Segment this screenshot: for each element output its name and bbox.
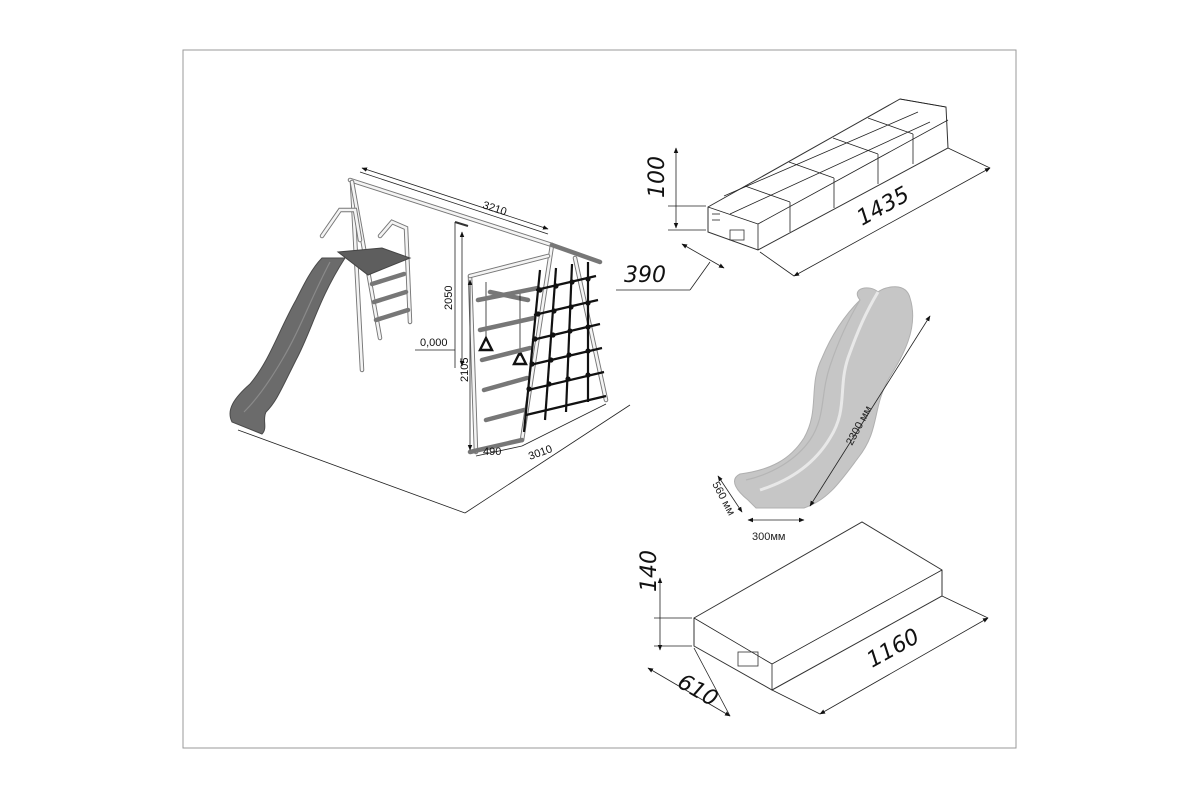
drawing-frame [182, 49, 1017, 749]
package-box: 140 610 1160 [637, 521, 989, 717]
ground-outline [237, 404, 631, 514]
dim-frame-width: 3010 [527, 443, 554, 463]
package-long: 100 390 1435 [616, 98, 991, 291]
dim-box-width: 610 [673, 670, 722, 713]
left-frame [319, 179, 413, 373]
dim-frame-depth: 490 [483, 446, 501, 458]
slide-part: 2300 мм 560 мм 300мм [709, 286, 931, 543]
playground-assembly: 3210 2050 0,000 2105 490 3010 [229, 167, 631, 514]
dim-box-height: 140 [637, 550, 662, 592]
dim-top-length: 3210 [481, 199, 508, 218]
climbing-frame [467, 242, 609, 455]
dim-slide-width: 300мм [752, 531, 785, 543]
dim-package-width: 390 [624, 263, 666, 288]
dim-swing-height: 2050 [443, 286, 455, 310]
dim-ground-level: 0,000 [420, 337, 448, 349]
dim-package-height: 100 [645, 156, 670, 198]
rope-net [522, 262, 607, 433]
slide-dark [229, 257, 346, 435]
dim-frame-height: 2105 [459, 358, 471, 382]
